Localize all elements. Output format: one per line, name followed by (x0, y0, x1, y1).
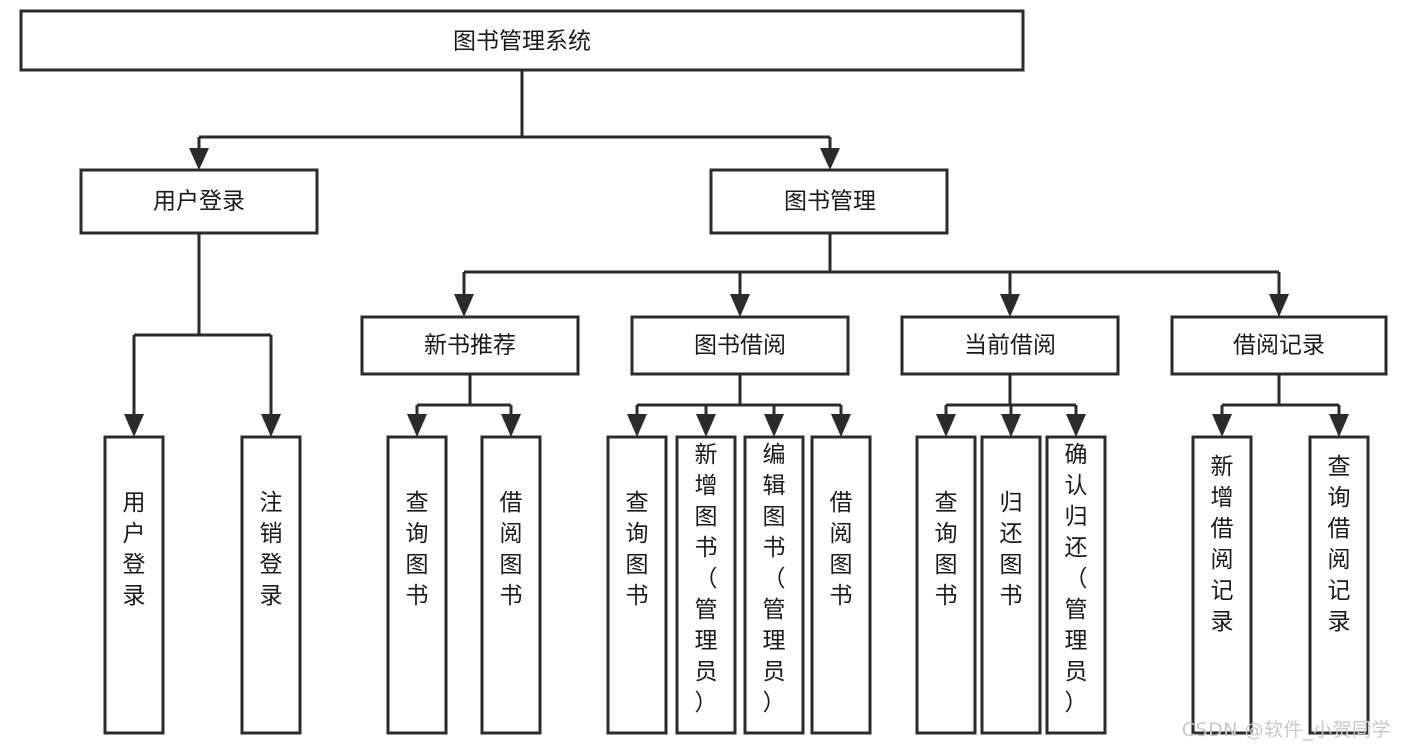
node-leaf-edit-book-label: 编辑图书（管理员） (763, 442, 786, 716)
node-leaf-user-login-label: 用户登录 (123, 490, 146, 609)
node-leaf-query-book-2-box[interactable] (606, 435, 668, 735)
arrow-head-current-borrow (1000, 294, 1020, 317)
arrow-head-user-login (189, 148, 209, 170)
node-user-login-label: 用户登录 (153, 189, 245, 215)
node-leaf-confirm-return-box[interactable] (1045, 435, 1107, 735)
arrow-head-leaf-confirm-return (1066, 414, 1086, 437)
node-leaf-query-book-3-box[interactable] (915, 435, 977, 735)
node-book-manage-box[interactable] (709, 168, 949, 235)
node-current-borrow[interactable]: 当前借阅 (900, 315, 1120, 376)
node-leaf-query-book-1[interactable]: 查询图书 (386, 435, 448, 735)
node-leaf-query-record-box[interactable] (1308, 435, 1370, 735)
node-current-borrow-box[interactable] (900, 315, 1120, 376)
node-new-book-recommend-box[interactable] (360, 315, 580, 376)
node-leaf-logout-login[interactable]: 注销登录 (240, 435, 302, 735)
arrow-head-leaf-query-record (1329, 414, 1349, 437)
node-borrow-record-box[interactable] (1170, 315, 1388, 376)
node-leaf-borrow-book-2[interactable]: 借阅图书 (810, 435, 872, 735)
node-leaf-query-record-label: 查询借阅记录 (1328, 454, 1351, 635)
arrow-head-leaf-query-book-3 (936, 414, 956, 437)
node-book-borrow[interactable]: 图书借阅 (630, 315, 850, 376)
node-leaf-add-book-label: 新增图书（管理员） (695, 442, 718, 716)
node-leaf-add-book[interactable]: 新增图书（管理员） (675, 435, 737, 735)
node-root-label: 图书管理系统 (453, 29, 591, 55)
node-user-login[interactable]: 用户登录 (79, 168, 319, 235)
node-leaf-return-book-box[interactable] (980, 435, 1042, 735)
arrow-head-borrow-record (1269, 294, 1289, 317)
arrow-head-leaf-query-book-2 (627, 414, 647, 437)
node-leaf-borrow-book-2-box[interactable] (810, 435, 872, 735)
arrow-head-book-borrow (730, 294, 750, 317)
node-book-manage-label: 图书管理 (784, 189, 876, 215)
node-leaf-query-record[interactable]: 查询借阅记录 (1308, 435, 1370, 735)
arrow-head-leaf-logout-login (261, 414, 281, 437)
node-leaf-logout-login-box[interactable] (240, 435, 302, 735)
node-leaf-confirm-return[interactable]: 确认归还（管理员） (1045, 435, 1107, 735)
arrow-head-leaf-return-book (1001, 414, 1021, 437)
connector-layer (124, 70, 1349, 437)
node-leaf-borrow-book-1[interactable]: 借阅图书 (480, 435, 542, 735)
node-leaf-logout-login-label: 注销登录 (260, 490, 283, 609)
arrow-head-book-manage (820, 148, 840, 170)
node-leaf-edit-book[interactable]: 编辑图书（管理员） (743, 435, 805, 735)
node-new-book-recommend-label: 新书推荐 (424, 333, 516, 359)
arrow-head-leaf-add-book (696, 414, 716, 437)
node-leaf-user-login[interactable]: 用户登录 (103, 435, 165, 735)
node-book-borrow-box[interactable] (630, 315, 850, 376)
arrow-head-leaf-edit-book (764, 414, 784, 437)
node-leaf-return-book-label: 归还图书 (1000, 490, 1023, 609)
node-user-login-box[interactable] (79, 168, 319, 235)
node-book-manage[interactable]: 图书管理 (709, 168, 949, 235)
node-leaf-query-book-3-label: 查询图书 (935, 490, 958, 609)
node-leaf-add-record-box[interactable] (1191, 435, 1253, 735)
node-borrow-record-label: 借阅记录 (1233, 333, 1325, 359)
node-leaf-query-book-1-label: 查询图书 (406, 490, 429, 609)
arrow-head-leaf-query-book-1 (407, 414, 427, 437)
node-root-box[interactable] (19, 9, 1025, 72)
node-leaf-confirm-return-label: 确认归还（管理员） (1065, 442, 1088, 716)
node-current-borrow-label: 当前借阅 (964, 333, 1056, 359)
node-leaf-query-book-2-label: 查询图书 (626, 490, 649, 609)
node-new-book-recommend[interactable]: 新书推荐 (360, 315, 580, 376)
node-leaf-borrow-book-1-box[interactable] (480, 435, 542, 735)
node-leaf-add-book-box[interactable] (675, 435, 737, 735)
node-leaf-edit-book-box[interactable] (743, 435, 805, 735)
node-leaf-add-record[interactable]: 新增借阅记录 (1191, 435, 1253, 735)
node-leaf-query-book-2[interactable]: 查询图书 (606, 435, 668, 735)
node-leaf-return-book[interactable]: 归还图书 (980, 435, 1042, 735)
node-book-borrow-label: 图书借阅 (694, 333, 786, 359)
arrow-head-leaf-borrow-book-2 (831, 414, 851, 437)
node-leaf-borrow-book-2-label: 借阅图书 (830, 490, 853, 609)
arrow-head-new-book-recommend (454, 294, 474, 317)
arrow-head-leaf-user-login (124, 414, 144, 437)
node-leaf-borrow-book-1-label: 借阅图书 (500, 490, 523, 609)
arrow-head-leaf-borrow-book-1 (501, 414, 521, 437)
node-leaf-user-login-box[interactable] (103, 435, 165, 735)
node-leaf-query-book-1-box[interactable] (386, 435, 448, 735)
node-borrow-record[interactable]: 借阅记录 (1170, 315, 1388, 376)
csdn-watermark: CSDN @软件_小贺同学 (1181, 719, 1391, 741)
node-leaf-add-record-label: 新增借阅记录 (1211, 454, 1234, 635)
node-root[interactable]: 图书管理系统 (19, 9, 1025, 72)
arrow-head-leaf-add-record (1212, 414, 1232, 437)
node-leaf-query-book-3[interactable]: 查询图书 (915, 435, 977, 735)
